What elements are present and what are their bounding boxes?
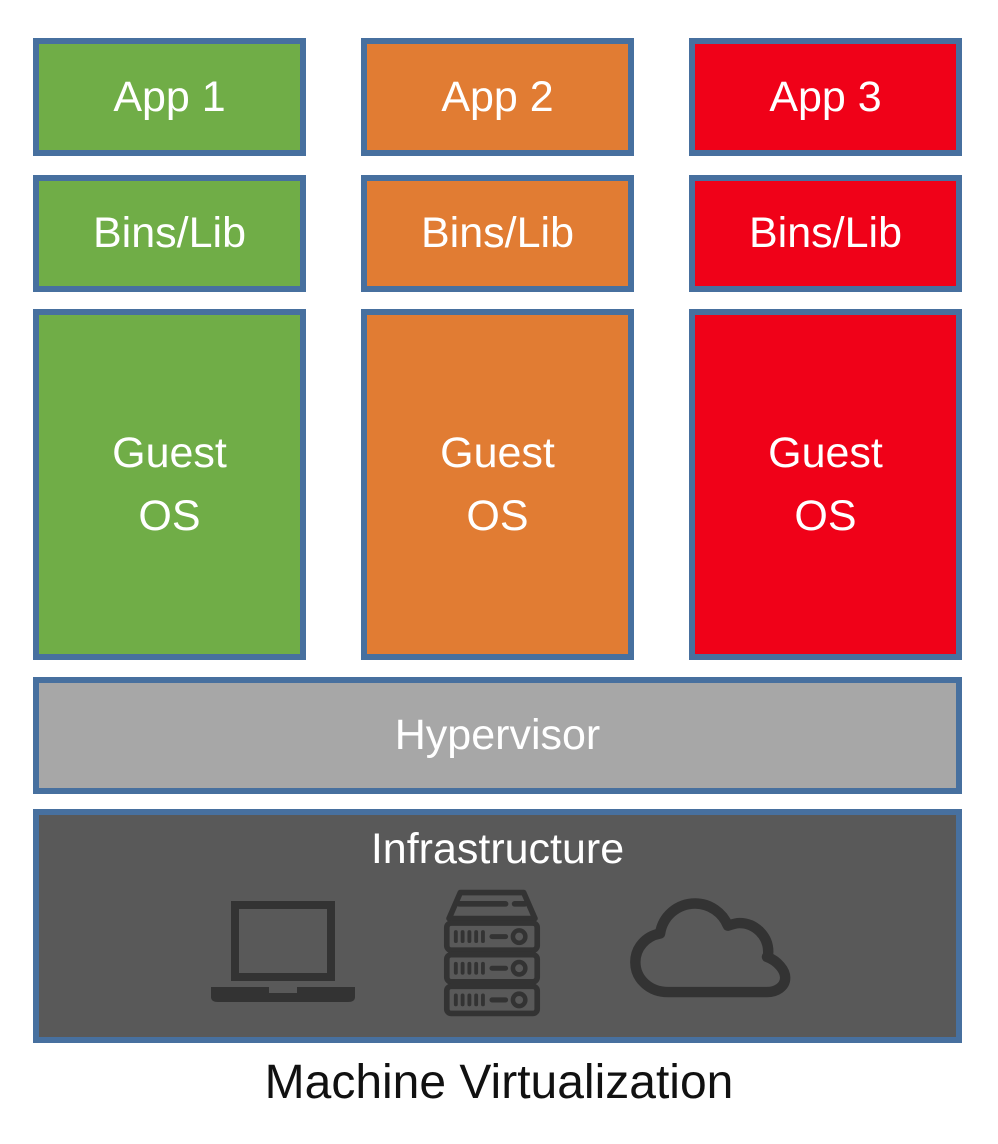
bins-lib-label: Bins/Lib bbox=[421, 209, 574, 257]
app-box-3: App 3 bbox=[689, 38, 962, 156]
app-label: App 3 bbox=[769, 72, 882, 121]
app-label: App 1 bbox=[113, 72, 226, 121]
bins-lib-label: Bins/Lib bbox=[749, 209, 902, 257]
app-box-2: App 2 bbox=[361, 38, 634, 156]
guest-os-label: Guest OS bbox=[440, 429, 555, 540]
hypervisor-label: Hypervisor bbox=[394, 711, 601, 759]
stack-column-3: App 3 Bins/Lib Guest OS bbox=[689, 38, 962, 660]
diagram-caption: Machine Virtualization bbox=[264, 1056, 734, 1109]
app-label: App 2 bbox=[441, 72, 554, 121]
bins-lib-label: Bins/Lib bbox=[93, 209, 246, 257]
infrastructure-bar: Infrastructure bbox=[33, 809, 962, 1043]
bins-lib-box-3: Bins/Lib bbox=[689, 175, 962, 292]
stack-column-2: App 2 Bins/Lib Guest OS bbox=[361, 38, 634, 660]
guest-os-box-3: Guest OS bbox=[689, 309, 962, 660]
guest-os-label: Guest OS bbox=[768, 429, 883, 540]
guest-os-box-2: Guest OS bbox=[361, 309, 634, 660]
app-box-1: App 1 bbox=[33, 38, 306, 156]
guest-os-box-1: Guest OS bbox=[33, 309, 306, 660]
cloud-icon bbox=[621, 893, 793, 1013]
stack-column-1: App 1 Bins/Lib Guest OS bbox=[33, 38, 306, 660]
infrastructure-icons bbox=[39, 874, 956, 1037]
server-rack-icon bbox=[435, 888, 549, 1018]
guest-os-label: Guest OS bbox=[112, 429, 227, 540]
laptop-icon bbox=[203, 897, 363, 1009]
vm-stacks: App 1 Bins/Lib Guest OS App 2 Bins/Lib G… bbox=[33, 38, 962, 660]
bins-lib-box-1: Bins/Lib bbox=[33, 175, 306, 292]
infrastructure-label: Infrastructure bbox=[370, 825, 625, 873]
bins-lib-box-2: Bins/Lib bbox=[361, 175, 634, 292]
hypervisor-bar: Hypervisor bbox=[33, 677, 962, 794]
